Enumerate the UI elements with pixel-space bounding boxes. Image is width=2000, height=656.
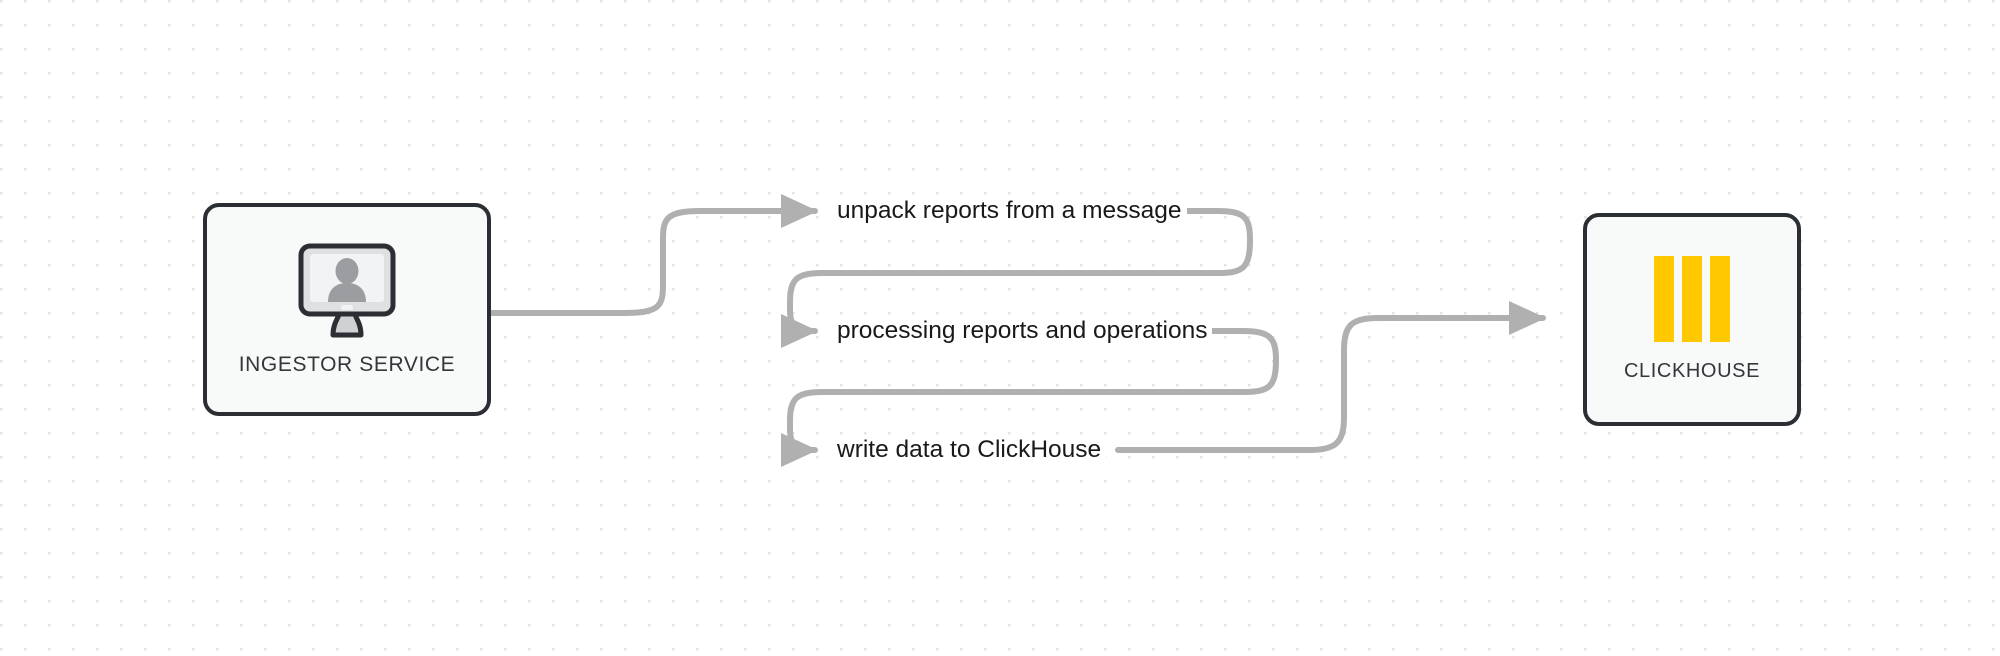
monitor-user-icon [297, 243, 397, 339]
node-ingestor-service[interactable]: INGESTOR SERVICE [203, 203, 491, 416]
edge-path-write [780, 328, 1279, 468]
edge-label-write: write data to ClickHouse [832, 435, 1107, 465]
edge-label-unpack: unpack reports from a message [832, 196, 1187, 226]
edge-path-unpack [488, 193, 818, 316]
node-clickhouse[interactable]: CLICKHOUSE [1583, 213, 1801, 426]
edge-path-processing [780, 208, 1253, 349]
node-clickhouse-label: CLICKHOUSE [1623, 360, 1761, 382]
clickhouse-bars-icon [1648, 256, 1736, 342]
node-ingestor-service-label: INGESTOR SERVICE [238, 352, 456, 376]
edge-label-processing: processing reports and operations [832, 316, 1213, 346]
